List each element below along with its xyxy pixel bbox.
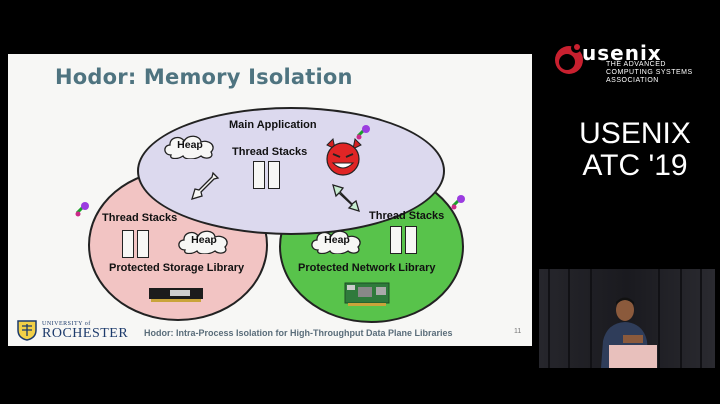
right-thread-stacks-label: Thread Stacks [369,210,445,222]
main-application-ellipse [137,107,445,235]
top-thread-stacks-label: Thread Stacks [232,146,308,158]
speaker-video [539,269,715,368]
left-thread-stacks-boxes [122,230,149,258]
slide-title: Hodor: Memory Isolation [55,65,353,89]
university-logo: UNIVERSITY of ROCHESTER [16,319,128,346]
usenix-tagline: THE ADVANCED COMPUTING SYSTEMS ASSOCIATI… [606,61,693,84]
network-arrow-icon [332,184,360,212]
top-thread-stacks-boxes [253,161,280,189]
storage-key-icon [75,202,89,217]
usenix-brand: usenix [582,41,662,65]
main-application-label: Main Application [229,119,317,131]
presentation-slide: Hodor: Memory Isolation Main Application… [8,54,532,346]
storage-arrow-icon [191,171,220,200]
logo-line-1: UNIVERSITY of [42,321,91,327]
left-thread-stacks-label: Thread Stacks [102,212,178,224]
slide-footer: Hodor: Intra-Process Isolation for High-… [144,328,453,338]
right-library-label: Protected Network Library [298,262,436,274]
network-card-icon [344,282,390,306]
network-key-icon [451,195,465,210]
right-thread-stacks-boxes [390,226,417,254]
key-icon [356,125,370,140]
left-library-label: Protected Storage Library [109,262,245,274]
logo-line-2: ROCHESTER [42,326,129,341]
left-heap-cloud: Heap [175,228,233,254]
university-shield-icon [17,320,37,341]
devil-face-icon [326,137,362,176]
usenix-logo-icon [555,43,583,74]
top-heap-cloud: Heap [161,133,219,159]
slide-page-number: 11 [514,328,522,335]
right-heap-cloud: Heap [308,228,366,254]
optane-memory-icon [149,288,203,302]
conference-title: USENIX ATC '19 [579,117,691,182]
speaker-image [539,269,715,368]
